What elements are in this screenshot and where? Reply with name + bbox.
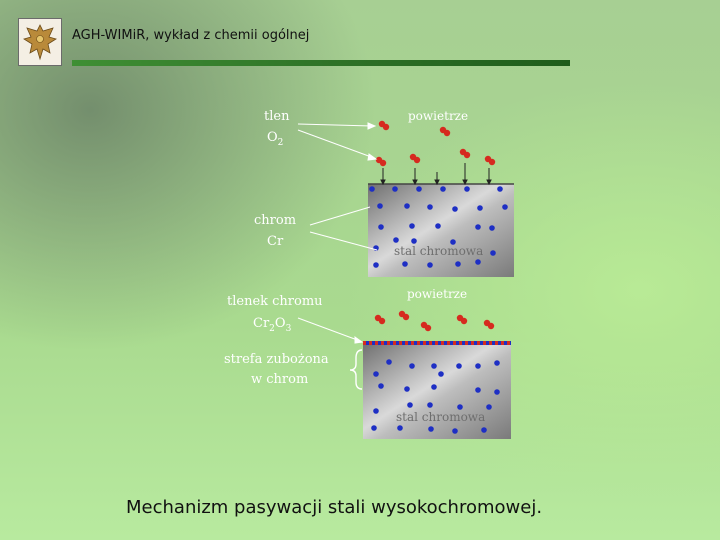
oxygen-arrows-top bbox=[380, 163, 492, 186]
pointer-line-bottom bbox=[297, 317, 364, 344]
header-divider-bar bbox=[72, 60, 570, 66]
label-strefa-line2: w chrom bbox=[251, 372, 308, 387]
label-chrom: chrom bbox=[254, 213, 296, 228]
depletion-zone-brace bbox=[349, 349, 363, 390]
steel-label-bottom: stal chromowa bbox=[396, 410, 485, 424]
header-title: AGH-WIMiR, wykład z chemii ogólnej bbox=[72, 28, 310, 43]
oxygen-molecules-bottom bbox=[374, 310, 495, 332]
label-tlen: tlen bbox=[264, 109, 290, 124]
label-cr: Cr bbox=[267, 234, 284, 249]
label-powietrze-bottom: powietrze bbox=[407, 287, 467, 301]
university-eagle-logo bbox=[18, 18, 62, 66]
oxygen-molecules-top bbox=[375, 120, 496, 167]
steel-block-top bbox=[368, 184, 514, 277]
slide-caption: Mechanizm pasywacji stali wysokochromowe… bbox=[126, 497, 543, 518]
label-tlenek-chromu: tlenek chromu bbox=[227, 294, 323, 309]
label-o2: O2 bbox=[267, 130, 283, 148]
label-strefa-line1: strefa zubożona bbox=[224, 352, 329, 367]
pointer-lines-top bbox=[297, 122, 378, 251]
steel-block-bottom bbox=[363, 343, 511, 439]
label-powietrze-top: powietrze bbox=[408, 109, 468, 123]
steel-label-top: stal chromowa bbox=[394, 244, 483, 258]
label-cr2o3: Cr2O3 bbox=[253, 316, 292, 334]
